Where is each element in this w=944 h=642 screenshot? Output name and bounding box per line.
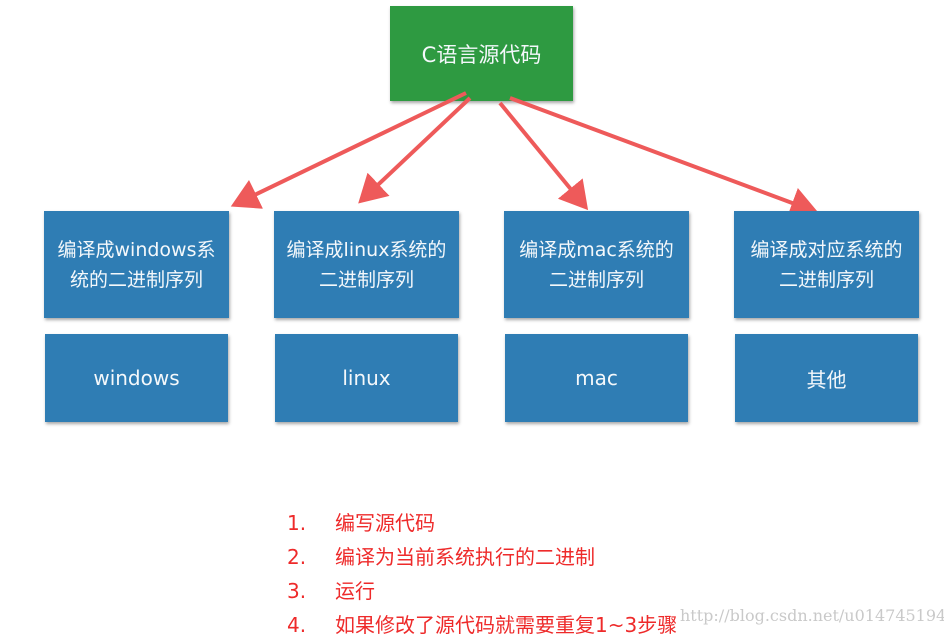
os-mac-node: mac [505, 334, 688, 422]
os-windows-label: windows [93, 366, 180, 390]
arrow-to-mac [498, 101, 589, 211]
arrow-to-windows [230, 91, 467, 209]
step-text: 运行 [335, 579, 375, 603]
compile-mac-node: 编译成mac系统的二进制序列 [504, 211, 689, 318]
arrow-to-linux [358, 96, 472, 204]
os-other-node: 其他 [735, 334, 918, 422]
step-item: 4. 如果修改了源代码就需要重复1~3步骤 [287, 608, 677, 642]
steps-list: 1. 编写源代码 2. 编译为当前系统执行的二进制 3. 运行 4. 如果修改了… [287, 506, 677, 642]
compile-other-node: 编译成对应系统的二进制序列 [734, 211, 919, 318]
step-text: 编译为当前系统执行的二进制 [335, 545, 595, 569]
compile-other-label: 编译成对应系统的二进制序列 [750, 238, 903, 291]
os-mac-label: mac [575, 366, 618, 390]
os-linux-label: linux [342, 366, 391, 390]
os-linux-node: linux [275, 334, 458, 422]
os-other-label: 其他 [806, 367, 847, 392]
arrow-to-other [509, 96, 819, 219]
source-code-node: C语言源代码 [390, 6, 573, 101]
step-number: 1. [287, 511, 307, 535]
step-item: 3. 运行 [287, 574, 677, 608]
compile-mac-label: 编译成mac系统的二进制序列 [519, 238, 674, 291]
os-windows-node: windows [45, 334, 228, 422]
step-text: 编写源代码 [335, 511, 435, 535]
step-text: 如果修改了源代码就需要重复1~3步骤 [335, 613, 678, 637]
watermark: http://blog.csdn.net/u014745194 [680, 606, 944, 625]
compile-linux-node: 编译成linux系统的二进制序列 [274, 211, 459, 318]
step-item: 2. 编译为当前系统执行的二进制 [287, 540, 677, 574]
step-item: 1. 编写源代码 [287, 506, 677, 540]
compile-windows-node: 编译成windows系统的二进制序列 [44, 211, 229, 318]
compile-windows-label: 编译成windows系统的二进制序列 [57, 238, 216, 291]
source-code-label: C语言源代码 [421, 42, 542, 67]
step-number: 2. [287, 545, 307, 569]
step-number: 4. [287, 613, 307, 637]
compile-linux-label: 编译成linux系统的二进制序列 [286, 238, 447, 291]
step-number: 3. [287, 579, 307, 603]
